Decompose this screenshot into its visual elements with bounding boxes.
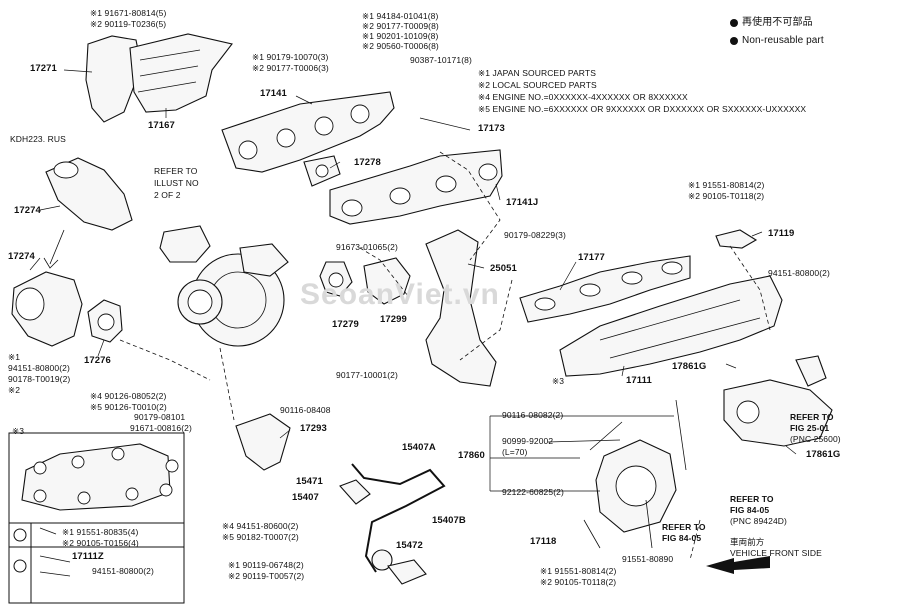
gasket-17177 <box>519 255 691 323</box>
label-17276: 17276 <box>84 355 111 366</box>
label-l-d: ※2 <box>8 385 21 395</box>
label-refer-3: 2 OF 2 <box>154 190 181 200</box>
label-17861G-a: 17861G <box>672 361 707 372</box>
label-refer-c1: REFER TO <box>662 522 706 532</box>
box-title: ※3 <box>12 426 25 436</box>
label-17141: 17141 <box>260 88 287 99</box>
box-row2-b: 94151-80800(2) <box>92 566 154 576</box>
label-17278: 17278 <box>354 157 381 168</box>
label-refer-a1: REFER TO <box>790 412 834 422</box>
label-top4: 90387-10171(8) <box>410 55 472 65</box>
intake-manifold-17111 <box>559 275 783 377</box>
label-15407A: 15407A <box>402 442 436 453</box>
label-17299: 17299 <box>380 314 407 325</box>
label-refer-c2: FIG 84-05 <box>662 533 702 543</box>
label-r1b: ※2 90105-T0118(2) <box>688 191 765 201</box>
label-refer-2: ILLUST NO <box>154 178 199 188</box>
label-90177-10001: 90177-10001(2) <box>336 370 398 380</box>
legend-non-reusable-en: Non-reusable part <box>742 35 824 46</box>
label-92122: 92122-60825(2) <box>502 487 564 497</box>
heat-insulator-17167 <box>129 33 233 113</box>
label-17279: 17279 <box>332 319 359 330</box>
note-4: ※4 ENGINE NO.=0XXXXXX-4XXXXXX OR 8XXXXXX <box>478 92 688 102</box>
label-l-c: 90178-T0019(2) <box>8 374 71 384</box>
label-m4-94151: ※4 94151-80600(2) <box>222 521 299 531</box>
note-5: ※5 ENGINE NO.=6XXXXXX OR 9XXXXXX OR DXXX… <box>478 104 807 114</box>
label-top3a: ※1 90179-10070(3) <box>252 52 329 62</box>
label-top2d: ※2 90560-T0006(8) <box>362 41 439 51</box>
label-91671-00816: 91671-00816(2) <box>130 423 192 433</box>
label-top1a: ※1 91671-80814(5) <box>90 8 167 18</box>
label-15471: 15471 <box>296 476 323 487</box>
label-17274-b: 17274 <box>8 251 35 262</box>
label-15472: 15472 <box>396 540 423 551</box>
label-top3b: ※2 90177-T0006(3) <box>252 63 329 73</box>
label-17274-a: 17274 <box>14 205 41 216</box>
label-90999-b: (L=70) <box>502 447 528 457</box>
label-90179-08229: 90179-08229(3) <box>504 230 566 240</box>
label-17111: 17111 <box>626 375 652 386</box>
label-top2c: ※1 90201-10109(8) <box>362 31 439 41</box>
label-refer-a2: FIG 25-01 <box>790 423 830 433</box>
label-90116-08082: 90116-08082(2) <box>502 410 564 420</box>
label-top1b: ※2 90119-T0236(5) <box>90 19 167 29</box>
label-refer-b2: FIG 84-05 <box>730 505 770 515</box>
watermark: SeoanViet.vn <box>300 278 500 311</box>
box-row2-a: 17111Z <box>72 551 104 562</box>
label-m4a: ※4 90126-08052(2) <box>90 391 167 401</box>
label-refer-a3: (PNC 25600) <box>790 434 841 444</box>
label-90179-08101: 90179-08101 <box>134 412 186 422</box>
label-refer-b3: (PNC 89424D) <box>730 516 787 526</box>
label-17271: 17271 <box>30 63 57 74</box>
note-2: ※2 LOCAL SOURCED PARTS <box>478 80 597 90</box>
label-front-jp: 車両前方 <box>730 537 765 547</box>
label-17860: 17860 <box>458 450 485 461</box>
label-l-b: 94151-80800(2) <box>8 363 70 373</box>
gasket-17141J <box>329 149 503 225</box>
label-17173: 17173 <box>478 123 505 134</box>
label-l-a: ※1 <box>8 352 21 362</box>
label-91673: 91673-01065(2) <box>336 242 398 252</box>
label-17118: 17118 <box>530 536 557 547</box>
label-b1b: ※2 90119-T0057(2) <box>228 571 305 581</box>
label-m5-90182: ※5 90182-T0007(2) <box>222 532 299 542</box>
label-r1a: ※1 91551-80814(2) <box>688 180 765 190</box>
label-top2b: ※2 90177-T0009(8) <box>362 21 439 31</box>
label-m4b: ※5 90126-T0010(2) <box>90 402 167 412</box>
box-row1-a: ※1 91551-80835(4) <box>62 527 139 537</box>
label-refer-b1: REFER TO <box>730 494 774 504</box>
label-25051: 25051 <box>490 263 517 274</box>
label-17167: 17167 <box>148 120 175 131</box>
note-1: ※1 JAPAN SOURCED PARTS <box>478 68 596 78</box>
label-star3: ※3 <box>552 376 565 386</box>
label-rb2: ※2 90105-T0118(2) <box>540 577 617 587</box>
label-refer-1: REFER TO <box>154 166 198 176</box>
label-b1a: ※1 90119-06748(2) <box>228 560 304 570</box>
heat-insulator-17271 <box>85 35 141 123</box>
label-17861G-b: 17861G <box>806 449 841 460</box>
label-15407B: 15407B <box>432 515 466 526</box>
exhaust-pipe-25051 <box>425 229 497 387</box>
label-rb1: ※1 91551-80814(2) <box>540 566 617 576</box>
label-17119: 17119 <box>768 228 795 239</box>
label-94151-80800-r: 94151-80800(2) <box>768 268 830 278</box>
label-top2a: ※1 94184-01041(8) <box>362 11 439 21</box>
label-kdh: KDH223. RUS <box>10 134 66 144</box>
label-90116-08408: 90116-08408 <box>280 405 331 415</box>
label-15407: 15407 <box>292 492 319 503</box>
label-front-en: VEHICLE FRONT SIDE <box>730 548 822 558</box>
box-row1-b: ※2 90105-T0156(4) <box>62 538 139 548</box>
legend-non-reusable-jp: 再使用不可部品 <box>742 17 813 28</box>
label-17293: 17293 <box>300 423 327 434</box>
label-91551-80890: 91551-80890 <box>622 554 674 564</box>
label-17177: 17177 <box>578 252 605 263</box>
label-90999-a: 90999-92002 <box>502 436 554 446</box>
label-17141J: 17141J <box>506 197 539 208</box>
